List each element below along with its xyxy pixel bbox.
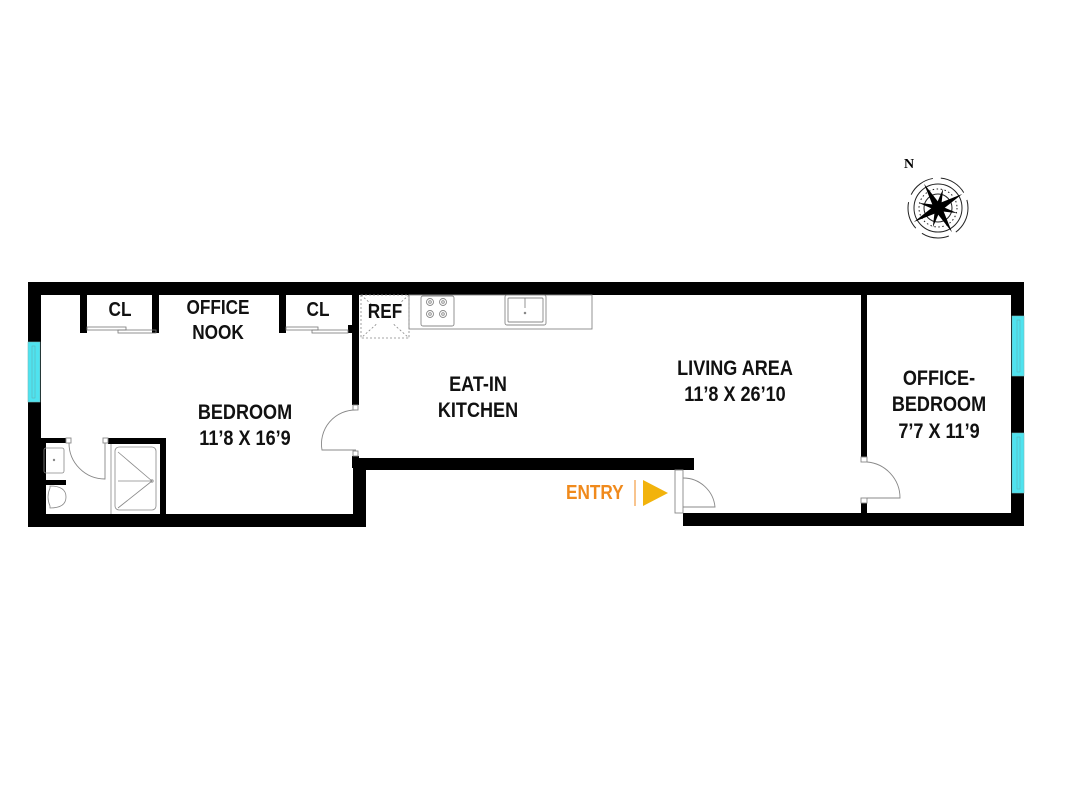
stove-icon	[420, 295, 455, 327]
doors	[65, 404, 901, 514]
room-label-office-nook: OFFICE NOOK	[186, 297, 250, 344]
bathroom-fixtures	[43, 444, 157, 514]
window-east-1	[1011, 315, 1025, 377]
kitchen-counter	[408, 294, 593, 330]
entry-label: ENTRY	[566, 482, 624, 504]
room-label-eat-in-kitchen: EAT-IN KITCHEN	[437, 373, 519, 423]
window-west	[27, 341, 41, 403]
room-label-bedroom: BEDROOM 11’8 X 16’9	[197, 401, 293, 451]
window-east-2	[1011, 432, 1025, 494]
sink-icon	[504, 294, 547, 326]
toilet-icon	[47, 485, 67, 509]
vanity-sink-icon	[43, 447, 65, 474]
room-label-closet-1: CL	[108, 299, 132, 321]
room-label-closet-2: CL	[306, 299, 330, 321]
compass-north-label: N	[904, 157, 915, 172]
appliance-label-ref: REF	[367, 301, 403, 323]
shower-icon	[114, 446, 157, 511]
room-label-living-area: LIVING AREA 11’8 X 26’10	[677, 357, 793, 407]
closet-doors	[86, 326, 349, 334]
compass-rose-icon	[907, 177, 969, 239]
room-label-office-bedroom: OFFICE- BEDROOM 7’7 X 11’9	[891, 367, 987, 443]
windows	[27, 315, 1025, 494]
entry-arrow-icon	[643, 480, 668, 506]
